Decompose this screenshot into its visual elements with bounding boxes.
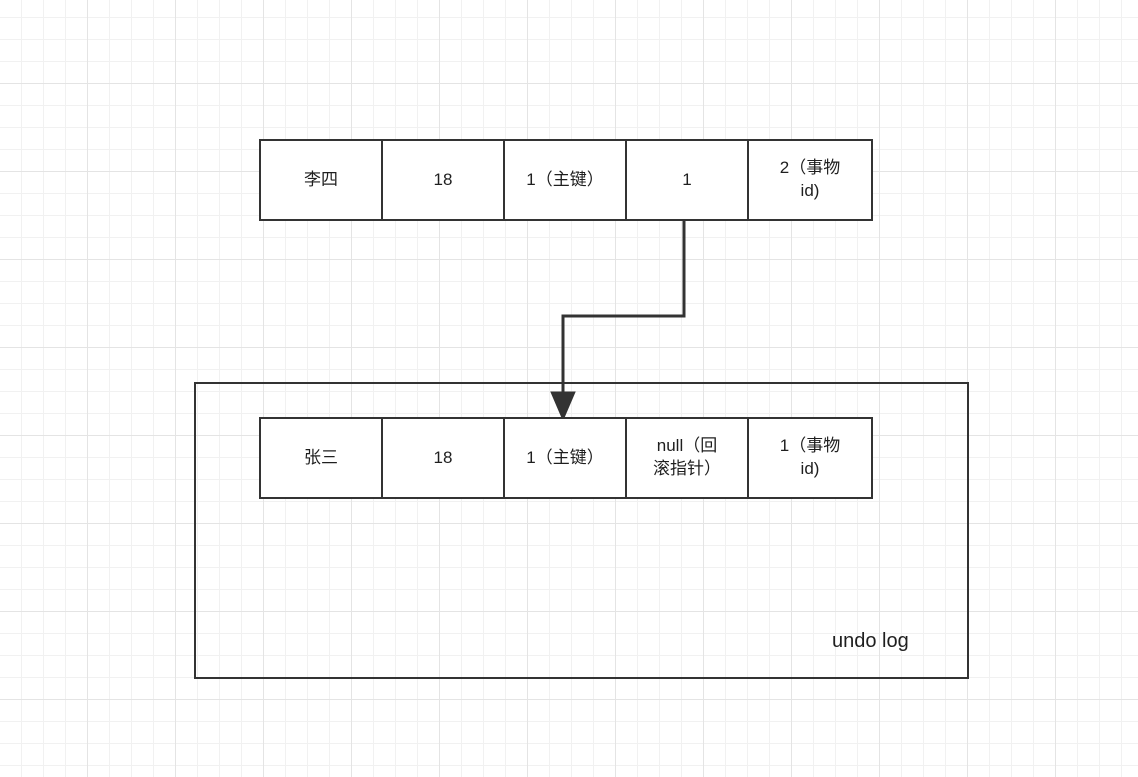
undo-row-record: 张三 18 1（主键） null（回 滚指针） 1（事物 id) <box>259 417 873 499</box>
current-cell-primary-key: 1（主键） <box>505 141 627 219</box>
current-cell-age: 18 <box>383 141 505 219</box>
undo-cell-name: 张三 <box>261 419 383 497</box>
undo-cell-rollback-ptr: null（回 滚指针） <box>627 419 749 497</box>
current-row-record: 李四 18 1（主键） 1 2（事物 id) <box>259 139 873 221</box>
undo-log-container <box>194 382 969 679</box>
undo-cell-trx-id: 1（事物 id) <box>749 419 871 497</box>
current-cell-rollback-ptr: 1 <box>627 141 749 219</box>
connector-path <box>561 221 686 400</box>
undo-cell-age: 18 <box>383 419 505 497</box>
current-cell-trx-id: 2（事物 id) <box>749 141 871 219</box>
current-cell-name: 李四 <box>261 141 383 219</box>
undo-cell-primary-key: 1（主键） <box>505 419 627 497</box>
undo-log-label: undo log <box>832 630 909 652</box>
